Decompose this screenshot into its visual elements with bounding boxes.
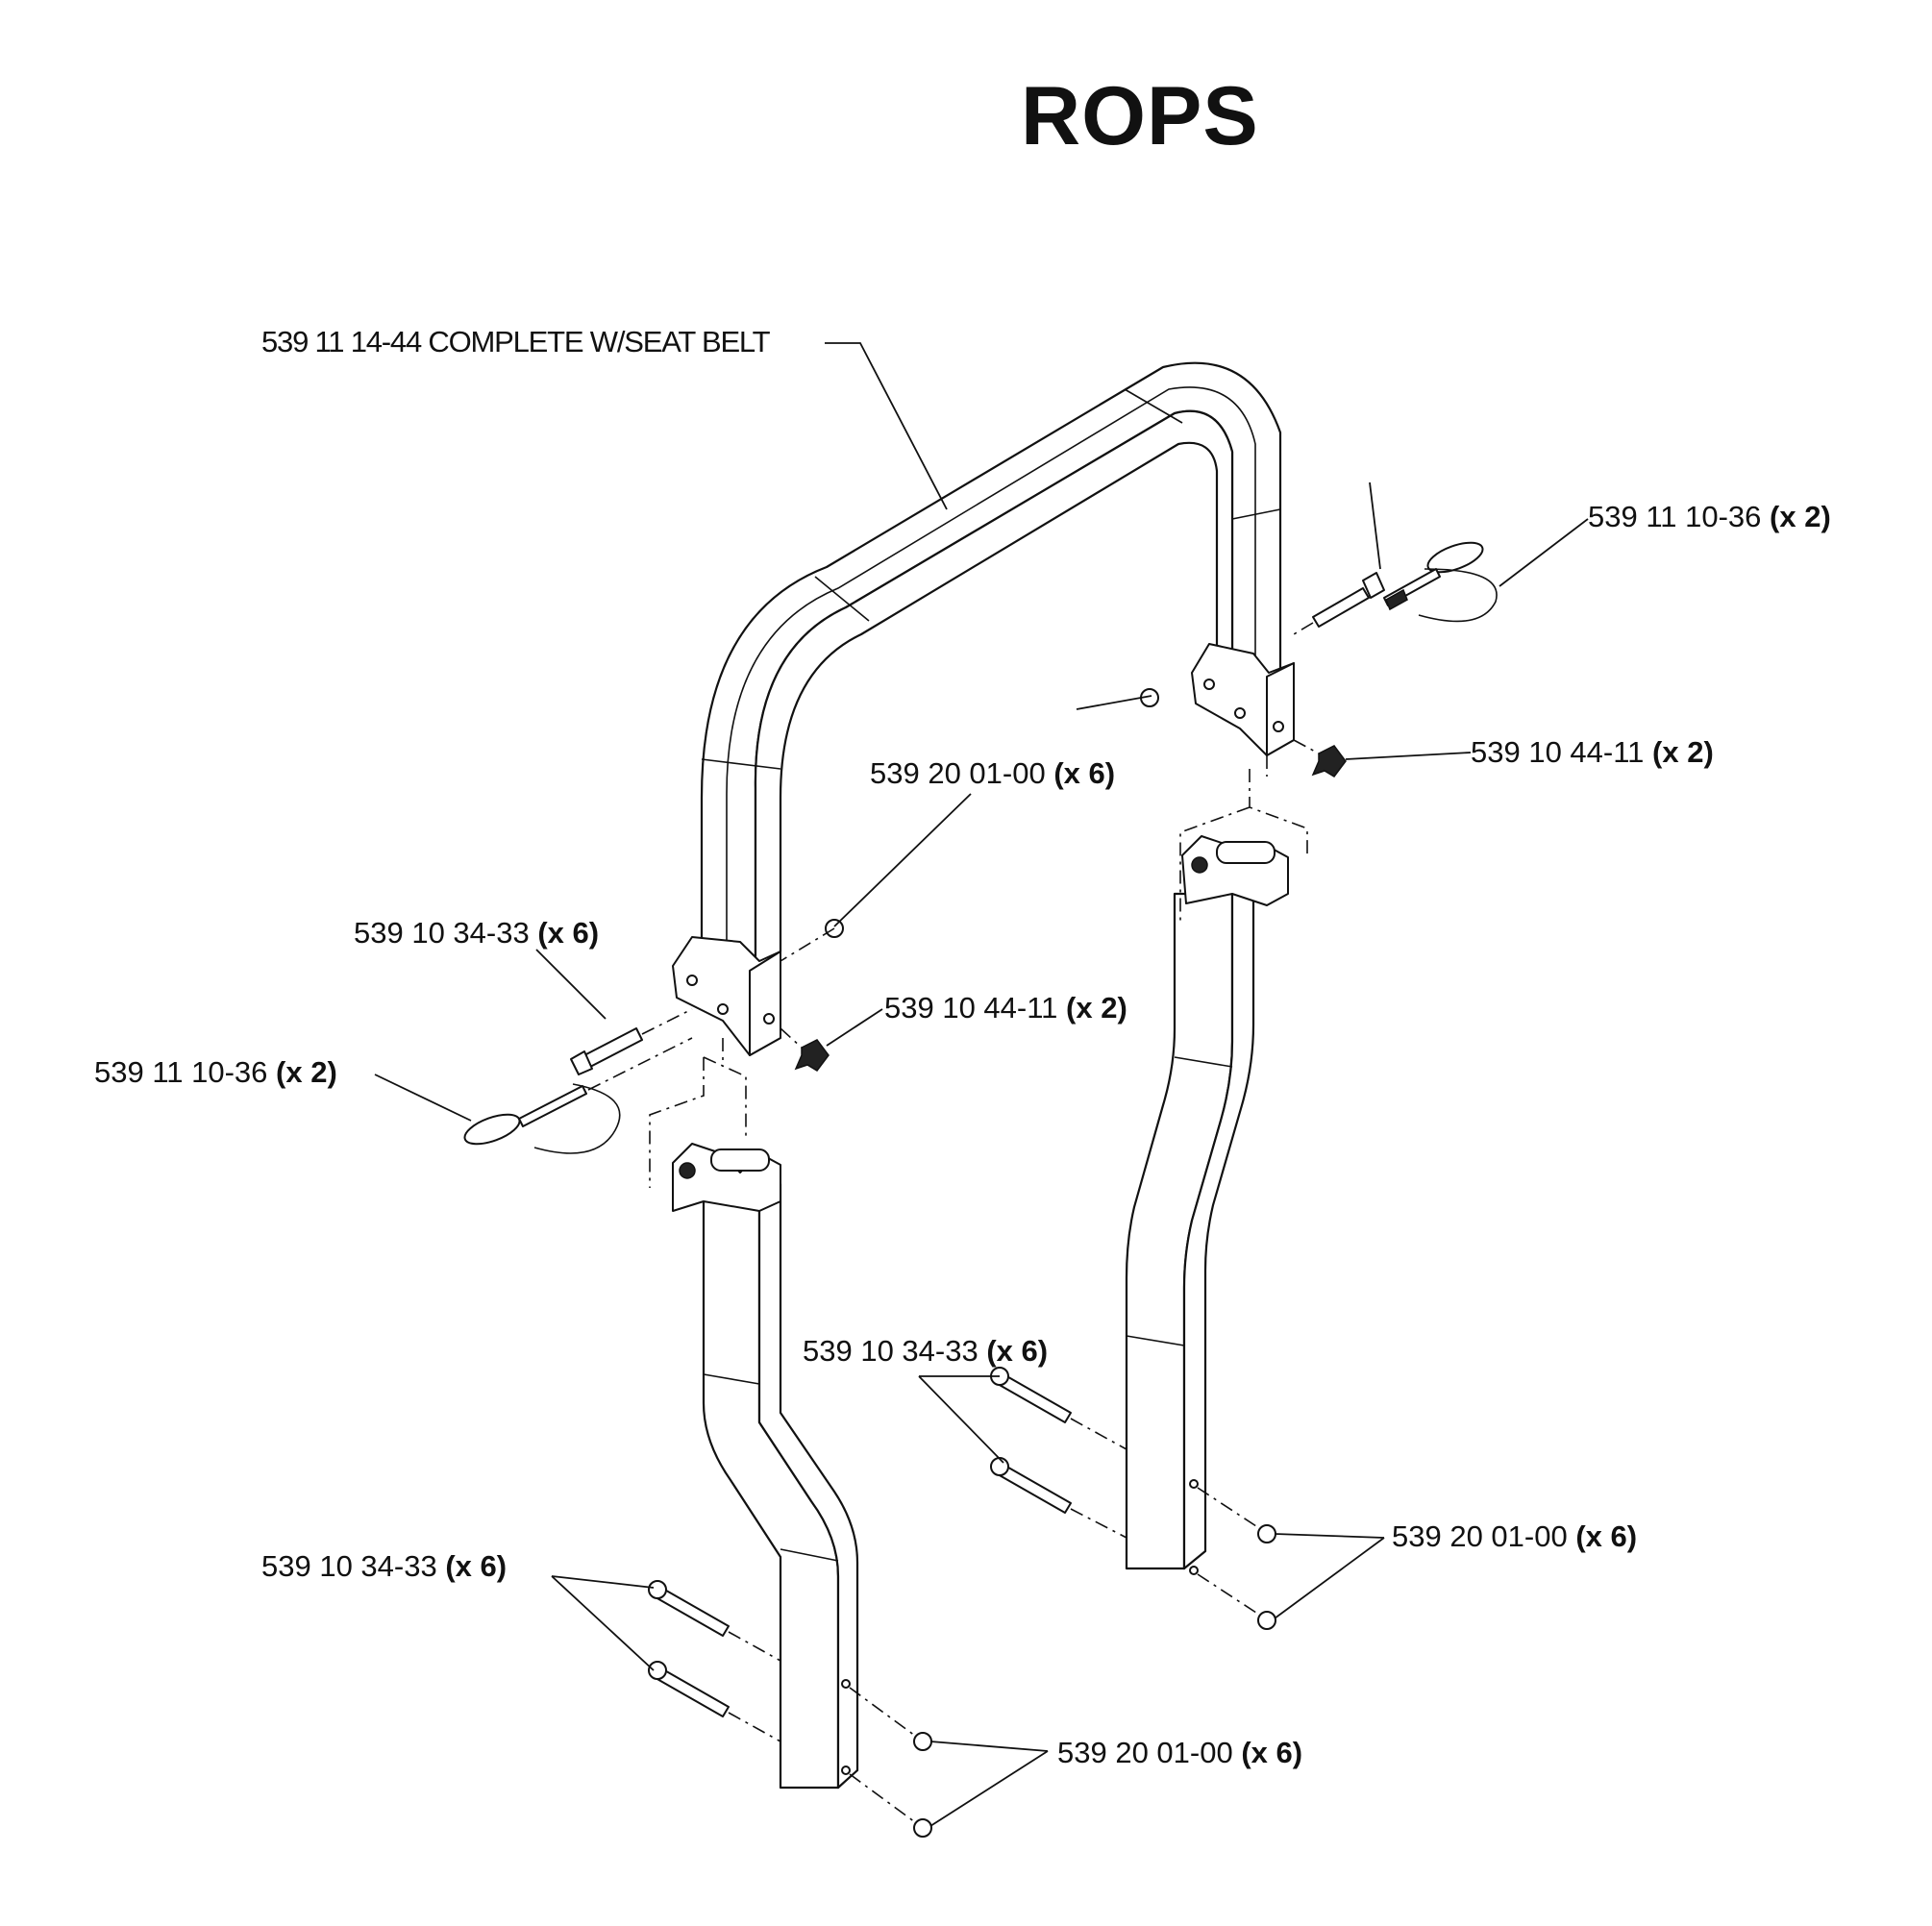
- quantity: (x 6): [986, 1334, 1049, 1368]
- upper-right-bracket: [1191, 643, 1295, 756]
- alignment-box-right: [1179, 755, 1308, 925]
- quantity: (x 2): [1066, 991, 1127, 1025]
- knob-upper-left: [780, 1027, 830, 1072]
- part-number: 539 20 01-00: [870, 756, 1046, 790]
- upper-left-bracket: [672, 936, 781, 1056]
- callout-nut-right-lower: 539 20 01-00 (x 6): [1392, 1521, 1637, 1551]
- nuts-lower-left: [849, 1687, 932, 1838]
- part-number: 539 10 34-33: [803, 1334, 978, 1368]
- diagram-title: ROPS: [1021, 70, 1259, 162]
- lynch-pin-left: [463, 1037, 693, 1154]
- alignment-box-left: [649, 1038, 747, 1188]
- quantity: (x 6): [1053, 756, 1116, 790]
- part-number: 539 10 44-11: [884, 991, 1058, 1025]
- callout-rops-complete: 539 11 14-44 COMPLETE W/SEAT BELT: [261, 325, 771, 358]
- callout-nut-upper-center: 539 20 01-00 (x 6): [870, 758, 1115, 788]
- part-number: 539 20 01-00: [1057, 1736, 1233, 1769]
- part-number: 539 11 10-36: [94, 1055, 268, 1089]
- part-number: 539 10 34-33: [354, 916, 530, 950]
- callout-bolt-left-lower: 539 10 34-33 (x 6): [261, 1551, 507, 1581]
- bolt-upper-left: [570, 1008, 693, 1075]
- quantity: (x 6): [445, 1549, 508, 1583]
- callout-bolt-right-lower: 539 10 34-33 (x 6): [803, 1336, 1048, 1366]
- hoop-seam-right-low: [1231, 508, 1281, 520]
- bolts-lower-right: [990, 1367, 1127, 1539]
- lower-right-upright: [1125, 835, 1289, 1575]
- lower-left-upright: [672, 1143, 859, 1790]
- bolt-upper-right: [1293, 572, 1385, 635]
- leader-lines: [374, 342, 1589, 1827]
- part-number: 539 11 14-44 COMPLETE W/SEAT BELT: [261, 325, 771, 358]
- quantity: (x 2): [276, 1055, 337, 1089]
- part-number: 539 10 44-11: [1471, 735, 1645, 769]
- nuts-lower-right: [1197, 1487, 1276, 1630]
- nut-upper-center: [780, 919, 844, 962]
- hoop-seam-right: [1124, 388, 1183, 424]
- callout-knob-right-top: 539 10 44-11 (x 2): [1471, 737, 1714, 767]
- callout-pin-right-top: 539 11 10-36 (x 2): [1588, 502, 1831, 531]
- callout-knob-left-upper: 539 10 44-11 (x 2): [884, 993, 1127, 1023]
- quantity: (x 6): [1241, 1736, 1303, 1769]
- part-number: 539 10 34-33: [261, 1549, 437, 1583]
- hoop-edge-line-1: [726, 386, 1256, 971]
- lynch-pin-right: [1383, 541, 1498, 623]
- part-number: 539 20 01-00: [1392, 1519, 1568, 1553]
- callout-pin-left: 539 11 10-36 (x 2): [94, 1057, 337, 1087]
- bolts-lower-left: [648, 1580, 781, 1742]
- callout-nut-left-lower: 539 20 01-00 (x 6): [1057, 1738, 1302, 1767]
- quantity: (x 6): [537, 916, 600, 950]
- callout-bolt-left-upper: 539 10 34-33 (x 6): [354, 918, 599, 948]
- quantity: (x 6): [1575, 1519, 1638, 1553]
- hoop-seam-upper: [814, 576, 870, 622]
- knob-upper-right: [1293, 739, 1347, 778]
- part-number: 539 11 10-36: [1588, 500, 1762, 533]
- quantity: (x 2): [1770, 500, 1831, 533]
- quantity: (x 2): [1652, 735, 1714, 769]
- hoop-seam-left-low: [701, 758, 781, 770]
